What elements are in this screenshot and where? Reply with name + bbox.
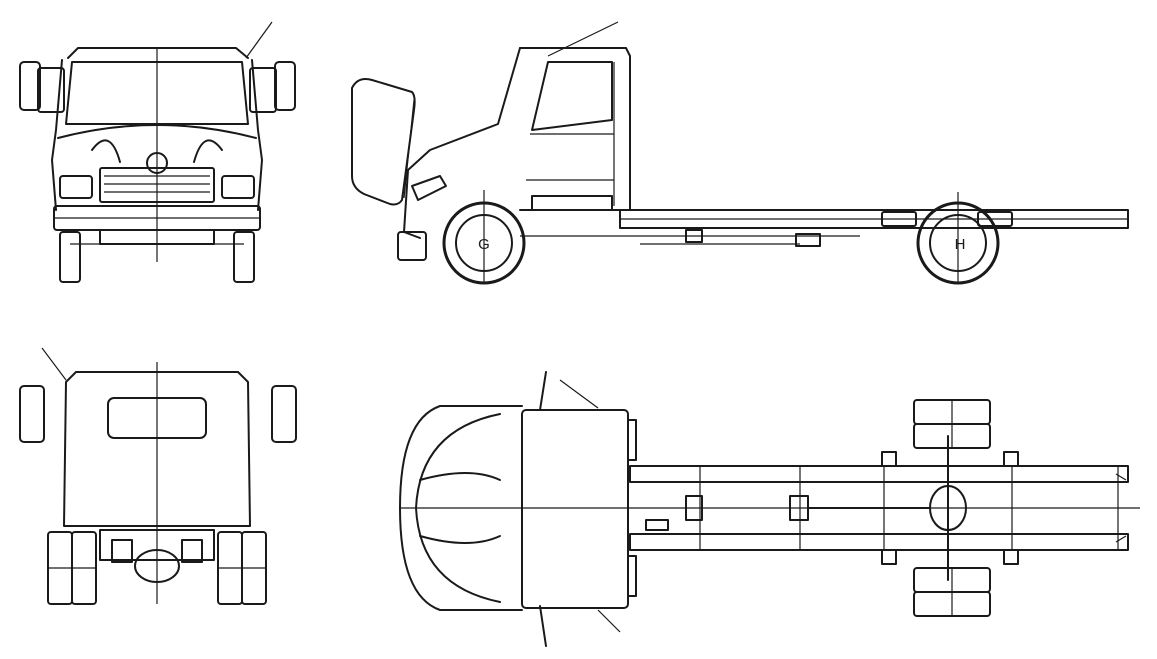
side-view: G H xyxy=(351,21,1129,285)
front-axle-label: G xyxy=(478,236,490,253)
rear-view xyxy=(19,347,297,605)
front-view xyxy=(19,21,296,283)
rear-axle-label: H xyxy=(955,236,966,253)
top-view xyxy=(399,371,1140,647)
